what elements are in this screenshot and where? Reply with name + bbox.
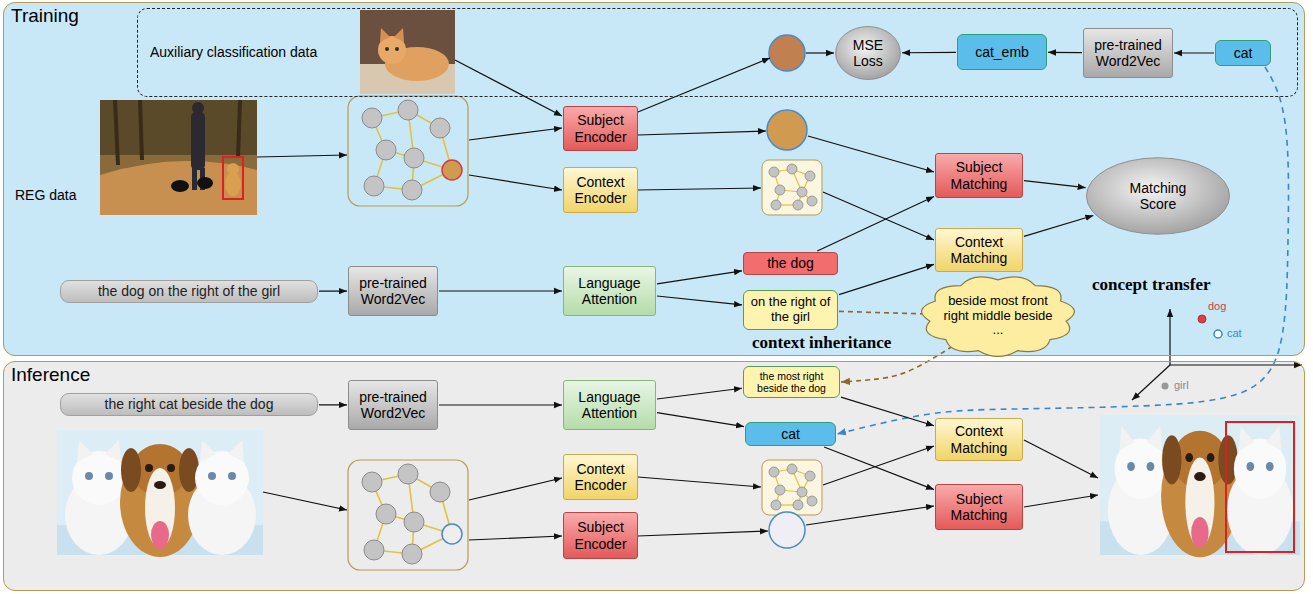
- stage-panel: TrainingAuxiliary classification data MSE…: [3, 2, 1305, 356]
- arrow-connector: [319, 404, 347, 405]
- node-text: Subject Encoder: [567, 112, 634, 144]
- node-text: cat: [781, 426, 800, 442]
- arrow-connector: [439, 290, 562, 291]
- phrase-box: the dog: [743, 252, 838, 275]
- node-text: Subject Encoder: [567, 519, 634, 551]
- aux-data-group: Auxiliary classification data MSE Loss cat…: [137, 8, 1298, 97]
- arrow-connector: [657, 271, 742, 284]
- embedding-box: cat_emb: [957, 34, 1047, 70]
- arrow-connector: [1048, 52, 1082, 53]
- node-text: Context Matching: [939, 423, 1019, 455]
- arrow-connector: [817, 197, 934, 251]
- arrow-connector: [841, 397, 934, 426]
- arrow-connector: [824, 447, 934, 490]
- stage-panel: Inference the right cat beside the dog pre…: [3, 361, 1305, 591]
- node-text: Context Matching: [939, 234, 1019, 266]
- cloud-shape: [918, 274, 1078, 358]
- arrow-connector: [657, 388, 742, 399]
- loss-ellipse: MSE Loss: [835, 26, 901, 80]
- phrase-box: on the right of the girl: [743, 290, 838, 330]
- node-text: pre-trained Word2Vec: [352, 389, 434, 421]
- node-text: the most right beside the dog: [747, 370, 836, 394]
- node-text: Language Attention: [567, 389, 652, 421]
- ellipse-shape: [1085, 157, 1231, 235]
- arrow-connector: [1024, 215, 1093, 236]
- word2vec-box: pre-trained Word2Vec: [1083, 28, 1173, 78]
- phrase-box: the most right beside the dog: [743, 366, 840, 398]
- matching-box: Context Matching: [935, 228, 1023, 272]
- dataset-label: REG data: [15, 188, 76, 203]
- arrow-connector: [439, 404, 562, 405]
- point-label: cat: [1227, 327, 1242, 339]
- dashed-connector: [837, 67, 1289, 434]
- node-text: pre-trained Word2Vec: [352, 275, 434, 307]
- point-label: dog: [1208, 300, 1226, 312]
- node-text: the right cat beside the dog: [105, 396, 274, 412]
- node-text: the dog: [767, 255, 814, 271]
- phrase-box: cat: [745, 422, 836, 446]
- expression-box: the dog on the right of the girl: [60, 280, 318, 303]
- word2vec-box: pre-trained Word2Vec: [348, 266, 438, 316]
- arrow-connector: [657, 296, 742, 305]
- matching-box: Context Matching: [935, 418, 1023, 461]
- node-text: pre-trained Word2Vec: [1087, 37, 1169, 69]
- dashed-connector: [839, 311, 925, 313]
- attention-box: Language Attention: [563, 380, 656, 430]
- encoder-box: Context Encoder: [563, 454, 638, 500]
- node-text: MSE Loss: [847, 37, 889, 69]
- panel-heading: Training: [11, 5, 79, 27]
- node-text: Context Encoder: [567, 174, 634, 206]
- node-text: Language Attention: [567, 275, 652, 307]
- class-label-box: cat: [1215, 40, 1271, 66]
- arrow-connector: [902, 52, 956, 54]
- annotation-label: context inheritance: [752, 334, 891, 353]
- arrow-connector: [1174, 52, 1214, 53]
- arrow-connector: [1024, 181, 1086, 188]
- point-label: girl: [1174, 379, 1189, 391]
- node-text: beside most front right middle beside ..…: [942, 294, 1054, 339]
- score-ellipse: Matching Score: [1085, 157, 1231, 235]
- ellipse-shape: [835, 26, 901, 80]
- arrow-connector: [839, 264, 934, 294]
- annotation-label: concept transfer: [1092, 276, 1211, 295]
- node-text: cat_emb: [975, 44, 1029, 60]
- node-text: the dog on the right of the girl: [98, 283, 280, 299]
- word-cloud: beside most front right middle beside ..…: [918, 274, 1078, 358]
- node-text: cat: [1234, 45, 1253, 61]
- expression-box: the right cat beside the dog: [60, 393, 318, 416]
- matching-box: Subject Matching: [935, 484, 1023, 530]
- encoder-box: Context Encoder: [563, 167, 638, 213]
- node-text: Subject Matching: [939, 159, 1019, 191]
- attention-box: Language Attention: [563, 266, 656, 316]
- matching-box: Subject Matching: [935, 153, 1023, 198]
- node-text: Auxiliary classification data: [150, 44, 317, 60]
- node-text: Subject Matching: [939, 491, 1019, 523]
- node-text: on the right of the girl: [747, 295, 834, 325]
- arrow-connector: [657, 413, 744, 427]
- node-text: Context Encoder: [567, 461, 634, 493]
- encoder-box: Subject Encoder: [563, 512, 638, 559]
- panel-heading: Inference: [11, 364, 90, 386]
- word2vec-box: pre-trained Word2Vec: [348, 380, 438, 430]
- dashed-connector: [841, 346, 952, 382]
- node-text: Matching Score: [1111, 180, 1205, 212]
- arrow-connector: [319, 291, 347, 292]
- encoder-box: Subject Encoder: [563, 106, 638, 151]
